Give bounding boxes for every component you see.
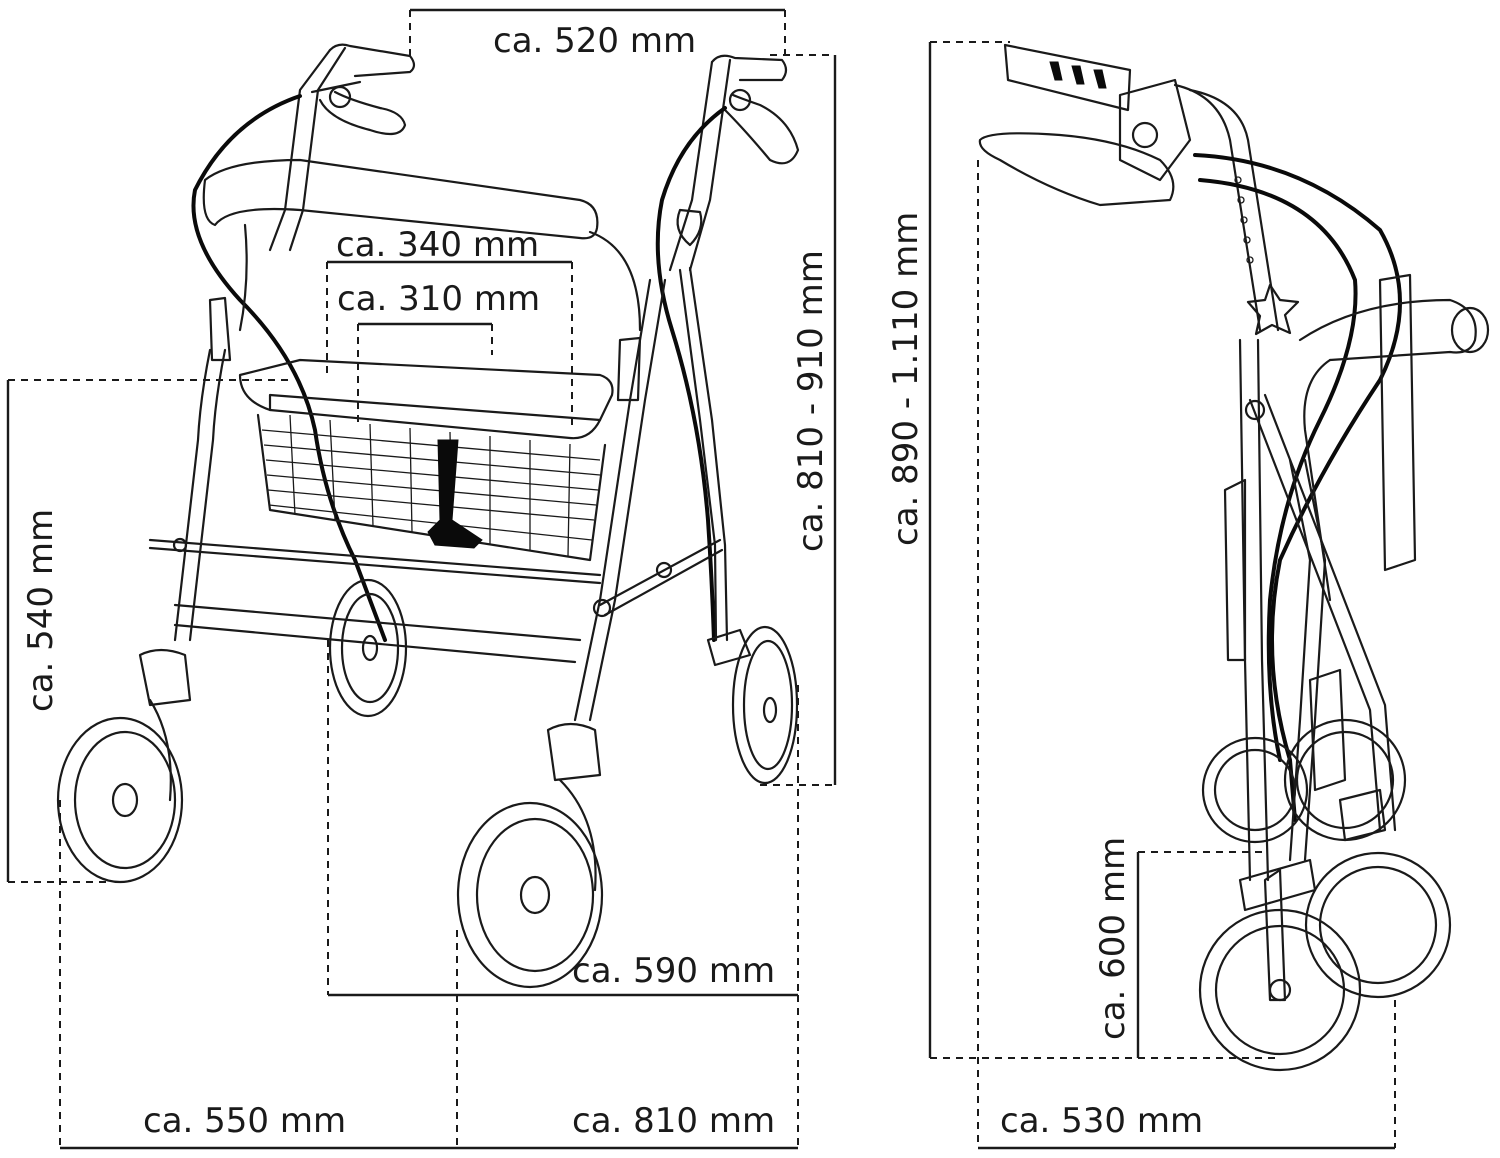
basket [256,413,607,562]
label-folded-height: ca. 890 - 1.110 mm [886,212,926,546]
side-view-rollator [978,43,1490,1072]
label-handle-height: ca. 810 - 910 mm [791,250,831,552]
label-folded-width: ca. 530 mm [1000,1101,1203,1141]
front-view-rollator [56,43,800,989]
folded-seat [1298,273,1490,602]
backrest [202,158,642,332]
rear-right-wheel [706,625,799,785]
label-base-width: ca. 550 mm [143,1101,346,1141]
right-brake-cable [655,106,727,642]
label-folded-depth: ca. 600 mm [1093,837,1133,1040]
left-brake-cable [191,94,387,642]
front-right-wheel [456,722,604,989]
label-handle-width: ca. 520 mm [493,21,696,61]
dimension-lines [6,8,1396,1150]
height-adjust [1234,176,1300,336]
right-handle [668,54,800,272]
folded-frame [1223,338,1397,882]
label-seat-width-inner: ca. 310 mm [337,279,540,319]
rear-left-wheel [328,578,408,718]
folded-wheels [1198,718,1452,1072]
front-left-wheel [56,648,192,884]
folded-brake-cable-1 [1193,153,1402,822]
folded-handle [978,43,1280,332]
label-seat-width-outer: ca. 340 mm [336,225,539,265]
label-depth: ca. 590 mm [572,951,775,991]
dimension-labels: ca. 520 mm ca. 340 mm ca. 310 mm ca. 540… [21,21,1203,1141]
folded-brake-cable-2 [1198,178,1358,762]
frame [148,266,729,722]
seat [238,358,614,440]
label-seat-height: ca. 540 mm [21,509,61,712]
label-base-length: ca. 810 mm [572,1101,775,1141]
